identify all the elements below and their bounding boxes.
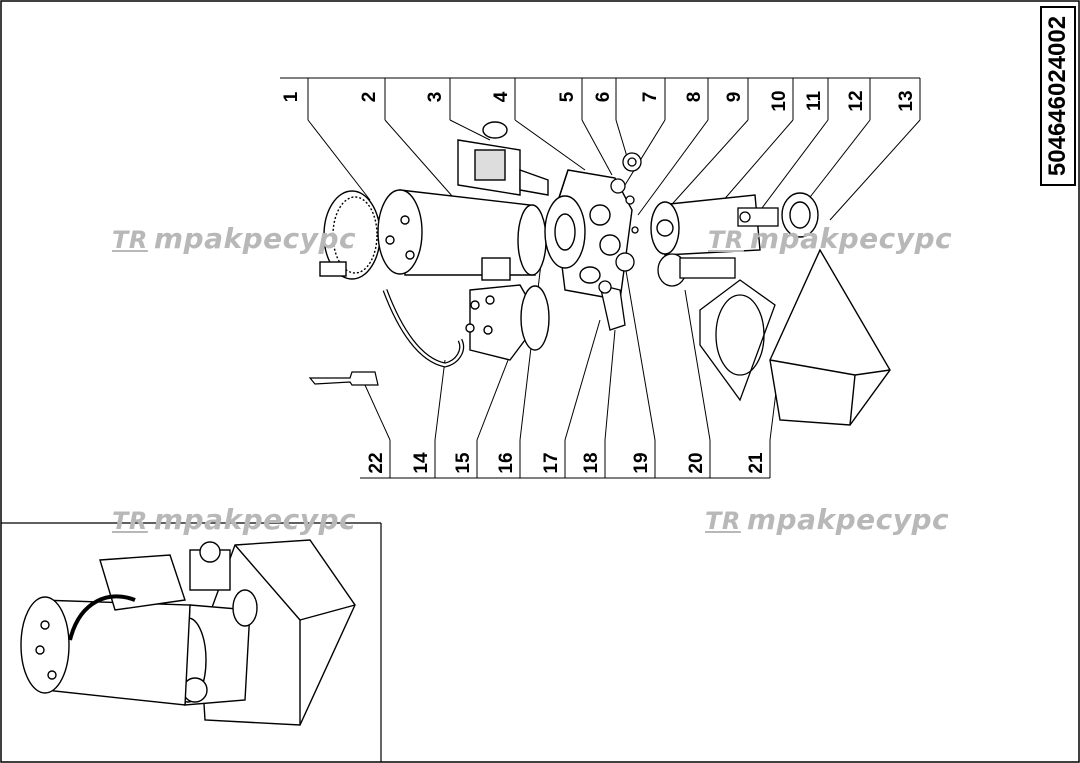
- clamp-band-1: [319, 190, 381, 280]
- callout-12: 12: [846, 90, 867, 112]
- solenoid-valve-3: [457, 121, 549, 196]
- callout-9: 9: [724, 91, 745, 103]
- callout-7: 7: [640, 91, 661, 103]
- callout-15: 15: [453, 452, 474, 474]
- gasket-13: [699, 279, 776, 402]
- callout-10: 10: [769, 90, 790, 112]
- fittings-5-8: [610, 152, 642, 234]
- assembled-view: [20, 539, 356, 726]
- callout-17: 17: [541, 452, 562, 474]
- callout-13: 13: [896, 90, 917, 112]
- callout-4: 4: [491, 91, 512, 103]
- callout-1: 1: [281, 91, 302, 103]
- flange-16: [544, 195, 586, 269]
- callout-16: 16: [496, 452, 517, 474]
- callout-6: 6: [593, 91, 614, 103]
- callout-8: 8: [684, 91, 705, 103]
- top-callout-leaders: [280, 77, 921, 221]
- part-number-box: 504646024002: [1040, 6, 1076, 186]
- starter-solenoid-15: [465, 257, 550, 361]
- filler-cap-12: [781, 192, 819, 238]
- reservoir-21: [769, 248, 891, 426]
- motor-2: [377, 189, 547, 276]
- suction-filter-20: [657, 253, 736, 287]
- relief-valve-11: [737, 207, 779, 227]
- callout-22: 22: [366, 452, 387, 474]
- callout-2: 2: [359, 91, 380, 103]
- callout-20: 20: [686, 452, 707, 474]
- callout-3: 3: [425, 91, 446, 103]
- callout-5: 5: [557, 91, 578, 103]
- part-number: 504646024002: [1044, 15, 1071, 177]
- fitting-19: [615, 252, 635, 272]
- bracket-22: [308, 371, 379, 386]
- callout-11: 11: [804, 90, 825, 112]
- cartridge-valve-17: [598, 280, 626, 331]
- callout-14: 14: [411, 452, 432, 474]
- callout-19: 19: [631, 452, 652, 474]
- callout-18: 18: [581, 452, 602, 474]
- callout-21: 21: [746, 452, 767, 474]
- pump-10: [650, 194, 761, 256]
